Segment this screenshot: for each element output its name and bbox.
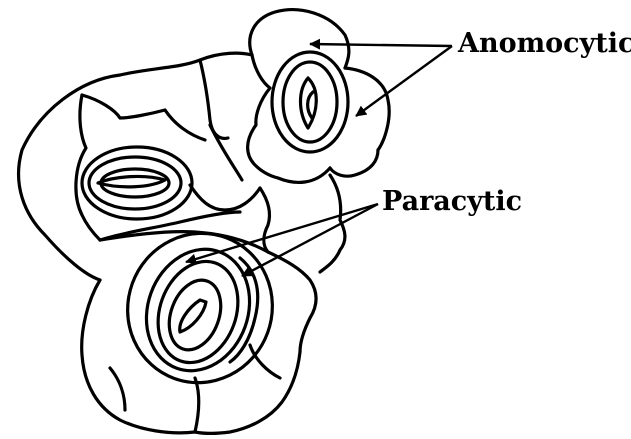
paracytic-outer-right <box>268 252 316 352</box>
connector-left <box>260 188 270 252</box>
paracytic-outer-left <box>82 280 195 433</box>
anomocytic-group <box>248 10 390 183</box>
anomocytic-top-cell <box>250 10 349 68</box>
left-stoma-pore <box>98 176 165 186</box>
anomocytic-label: Anomocytic <box>458 30 631 57</box>
paracytic-lower-divider-3 <box>250 345 280 378</box>
paracytic-pore <box>180 300 206 332</box>
connector-cells <box>260 175 345 272</box>
mid-divider-1 <box>165 110 205 140</box>
paracytic-label: Paracytic <box>382 188 522 215</box>
upper-cell-divider-2 <box>200 60 228 138</box>
anomocytic-arrow-top <box>310 44 452 46</box>
paracytic-lower-divider-1 <box>110 368 125 410</box>
anomocytic-bottom-cell <box>278 168 330 182</box>
left-stoma <box>82 147 192 219</box>
anomocytic-right-lower-cell <box>330 150 378 176</box>
anomocytic-stoma-guard <box>283 62 337 142</box>
left-epidermal-cells <box>19 53 260 280</box>
upper-cell-top <box>120 53 252 75</box>
upper-cell-divider <box>82 95 165 118</box>
annotation-arrows <box>186 44 452 276</box>
paracytic-lower-divider-2 <box>195 378 199 432</box>
paracytic-group <box>82 213 316 434</box>
anomocytic-arrow-right <box>356 46 452 116</box>
anomocytic-stoma-pore-inner <box>308 92 313 118</box>
lower-mid-cell <box>190 185 260 210</box>
mid-divider-2 <box>210 125 242 180</box>
